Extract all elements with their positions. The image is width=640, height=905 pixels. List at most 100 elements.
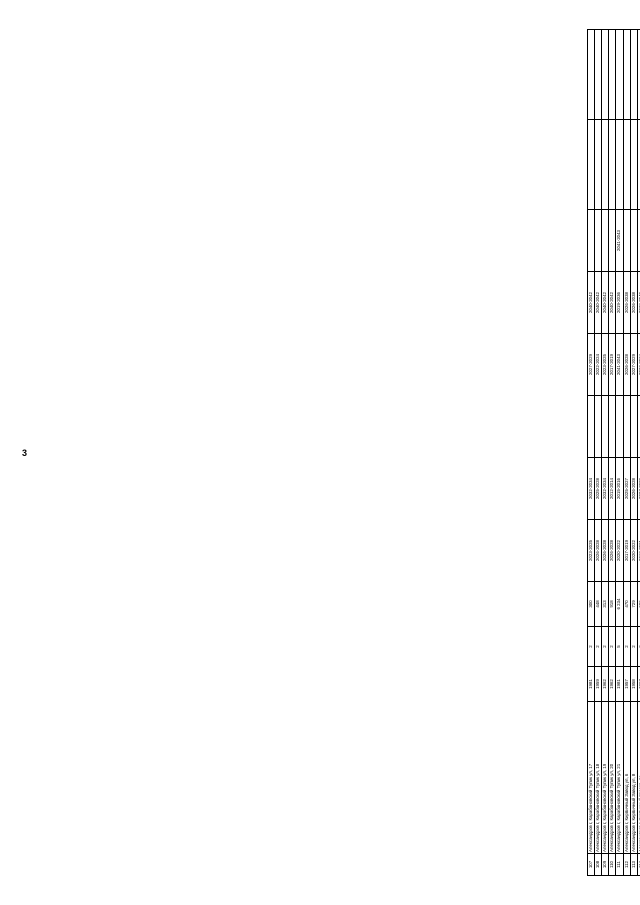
table-cell: Александров г, Карабановский Тупик ул, 2… <box>608 701 616 854</box>
table-cell: 470 <box>623 581 631 627</box>
table-cell: 2 <box>587 626 595 667</box>
table-cell: 112 <box>623 853 631 876</box>
table-cell: 2017-2019 <box>608 333 616 396</box>
table-cell: 111 <box>615 853 624 876</box>
table-cell: 1981 <box>615 666 624 702</box>
table-cell: Александров г, Карабановский Тупик ул, 2… <box>615 701 624 854</box>
table-cell: 918 <box>608 581 616 627</box>
table-cell: 2041-2043 <box>615 209 624 272</box>
table-cell: 2026-2028 <box>630 457 638 520</box>
table-cell <box>587 209 595 272</box>
table-cell <box>630 209 638 272</box>
table-cell <box>587 119 595 210</box>
table-cell <box>608 119 616 210</box>
table-cell <box>630 395 638 458</box>
table-cell: 2040-2042 <box>608 271 616 334</box>
table-cell <box>601 119 609 210</box>
table-cell <box>630 119 638 210</box>
table-cell: 2 <box>594 626 602 667</box>
table-cell: 2027-2029 <box>630 333 638 396</box>
table-cell: 2040-2042 <box>587 271 595 334</box>
table-cell <box>594 395 602 458</box>
table-cell: 2026-2038 <box>630 271 638 334</box>
table-cell: 113 <box>630 853 638 876</box>
table-cell: 2 <box>601 626 609 667</box>
table-cell: 2026-2028 <box>623 333 631 396</box>
table-cell: 2032-2034 <box>587 457 595 520</box>
table-cell <box>608 395 616 458</box>
table-cell: 2025-2028 <box>594 457 602 520</box>
table-cell <box>623 119 631 210</box>
table-cell: Александров г, Кирпичный Завод ул, 6 <box>623 701 631 854</box>
table-cell <box>630 29 638 120</box>
table-cell: 2040-2042 <box>601 271 609 334</box>
table-cell <box>608 209 616 272</box>
table-cell: 2040-2042 <box>594 271 602 334</box>
table-cell <box>623 209 631 272</box>
table-cell: 2015-2016 <box>615 457 624 520</box>
table-cell: 2025-2027 <box>623 457 631 520</box>
table-cell <box>587 29 595 120</box>
table-cell: 2026-2038 <box>623 271 631 334</box>
table-cell: 1962 <box>608 666 616 702</box>
table-cell <box>587 395 595 458</box>
table-cell <box>594 119 602 210</box>
table-cell: 110 <box>608 853 616 876</box>
table-cell <box>601 209 609 272</box>
table-cell: 109 <box>601 853 609 876</box>
table-cell: 2 <box>630 626 638 667</box>
table-cell: 5 <box>615 626 624 667</box>
table-cell <box>594 29 602 120</box>
table-cell <box>601 395 609 458</box>
table-cell: 2012-2014 <box>608 457 616 520</box>
table-cell <box>623 395 631 458</box>
table-cell: 108 <box>594 853 602 876</box>
table-cell: 2023-2025 <box>601 333 609 396</box>
table-cell: 2023-2025 <box>587 519 595 582</box>
table-cell: 107 <box>587 853 595 876</box>
table-cell: 2026-2028 <box>594 519 602 582</box>
table-cell: 2026-2028 <box>601 519 609 582</box>
table-cell: 2026-2028 <box>608 519 616 582</box>
table-cell: 2 <box>623 626 631 667</box>
table-cell <box>615 119 624 210</box>
table-cell: 448 <box>594 581 602 627</box>
table-cell: 1957 <box>623 666 631 702</box>
table-cell: 1959 <box>594 666 602 702</box>
table-cell: Александров г, Карабановский Тупик ул, 1… <box>601 701 609 854</box>
table-cell: Александров г, Карабановский Тупик ул, 1… <box>594 701 602 854</box>
table-cell: 2027-2029 <box>587 333 595 396</box>
table-cell: Александров г, Карабановский Тупик ул, 1… <box>587 701 595 854</box>
table-cell: 2032-2034 <box>601 457 609 520</box>
table-cell: 2017-2019 <box>623 519 631 582</box>
page-number: 3 <box>22 448 28 458</box>
table-cell <box>615 29 624 120</box>
table-cell: 300 <box>587 581 595 627</box>
table-cell <box>601 29 609 120</box>
table-cell: 1962 <box>601 666 609 702</box>
table-cell: 729 <box>630 581 638 627</box>
table-cell: 2019-2036 <box>615 271 624 334</box>
table-cell: 2041-2043 <box>615 333 624 396</box>
table-cell: 1981 <box>587 666 595 702</box>
table-cell: 2 <box>608 626 616 667</box>
table-cell <box>623 29 631 120</box>
table-cell: 6 234 <box>615 581 624 627</box>
table-cell: Александров г, Кирпичный Завод ул, 8 <box>630 701 638 854</box>
table-cell: 313 <box>601 581 609 627</box>
table-cell: 2020-2022 <box>615 519 624 582</box>
table-cell <box>615 395 624 458</box>
table-cell <box>594 209 602 272</box>
table-cell: 1958 <box>630 666 638 702</box>
table-cell: 2022-2024 <box>594 333 602 396</box>
